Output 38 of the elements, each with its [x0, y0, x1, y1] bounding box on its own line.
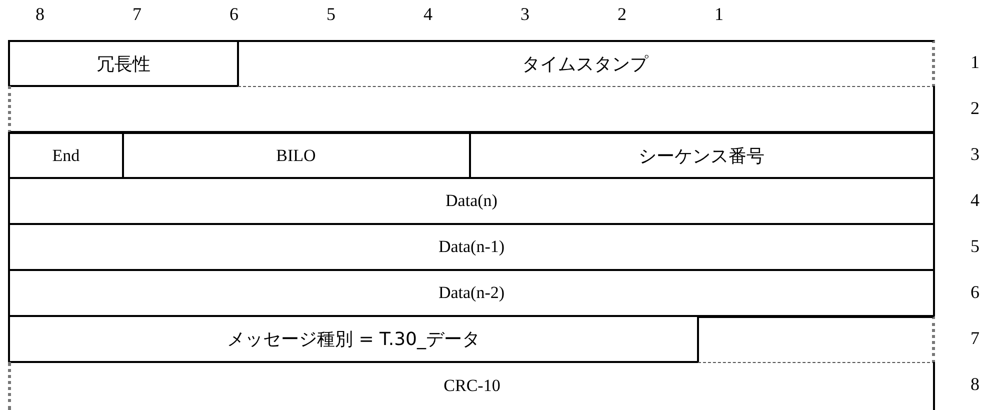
- field-name: シーケンス番号: [638, 144, 764, 168]
- field-name: メッセージ種別 = T.30_データ: [226, 328, 480, 350]
- octet-number: 5: [970, 236, 980, 257]
- field-cell: [8, 40, 239, 87]
- bit-number: 3: [520, 4, 530, 25]
- bit-number: 4: [422, 4, 434, 25]
- octet-number: 4: [970, 190, 980, 211]
- field-name: End: [52, 146, 80, 166]
- bit-number: 1: [714, 4, 724, 25]
- field-cell: [470, 132, 935, 179]
- field-cell: [8, 178, 935, 225]
- empty-field-cell: [8, 86, 935, 133]
- octet-number: 1: [970, 52, 980, 73]
- bit-number: 5: [326, 4, 336, 25]
- bit-number: 2: [616, 4, 628, 25]
- field-cell: [8, 132, 124, 179]
- octet-number: 2: [970, 98, 980, 119]
- field-name: CRC-10: [444, 376, 500, 396]
- octet-number: 8: [970, 374, 980, 395]
- field-name: Data(n-1): [438, 236, 505, 256]
- octet-number: 3: [970, 144, 980, 165]
- field-name: タイムスタンプ: [522, 53, 648, 76]
- field-cell: [123, 132, 471, 179]
- field-cell: [8, 224, 935, 271]
- field-cell: [238, 40, 935, 87]
- octet-number: 6: [970, 282, 980, 303]
- octet-number: 7: [970, 328, 980, 349]
- bit-number: 6: [228, 4, 240, 25]
- bit-number: 8: [34, 4, 46, 25]
- field-cell: [8, 362, 935, 410]
- empty-field-cell: [698, 316, 935, 363]
- field-cell: [8, 270, 935, 317]
- field-name: Data(n): [446, 190, 498, 210]
- field-cell: [8, 316, 699, 363]
- field-name: BILO: [276, 146, 316, 166]
- bit-number: 7: [132, 4, 142, 25]
- field-name: Data(n-2): [438, 282, 505, 302]
- field-name: 冗長性: [96, 52, 150, 76]
